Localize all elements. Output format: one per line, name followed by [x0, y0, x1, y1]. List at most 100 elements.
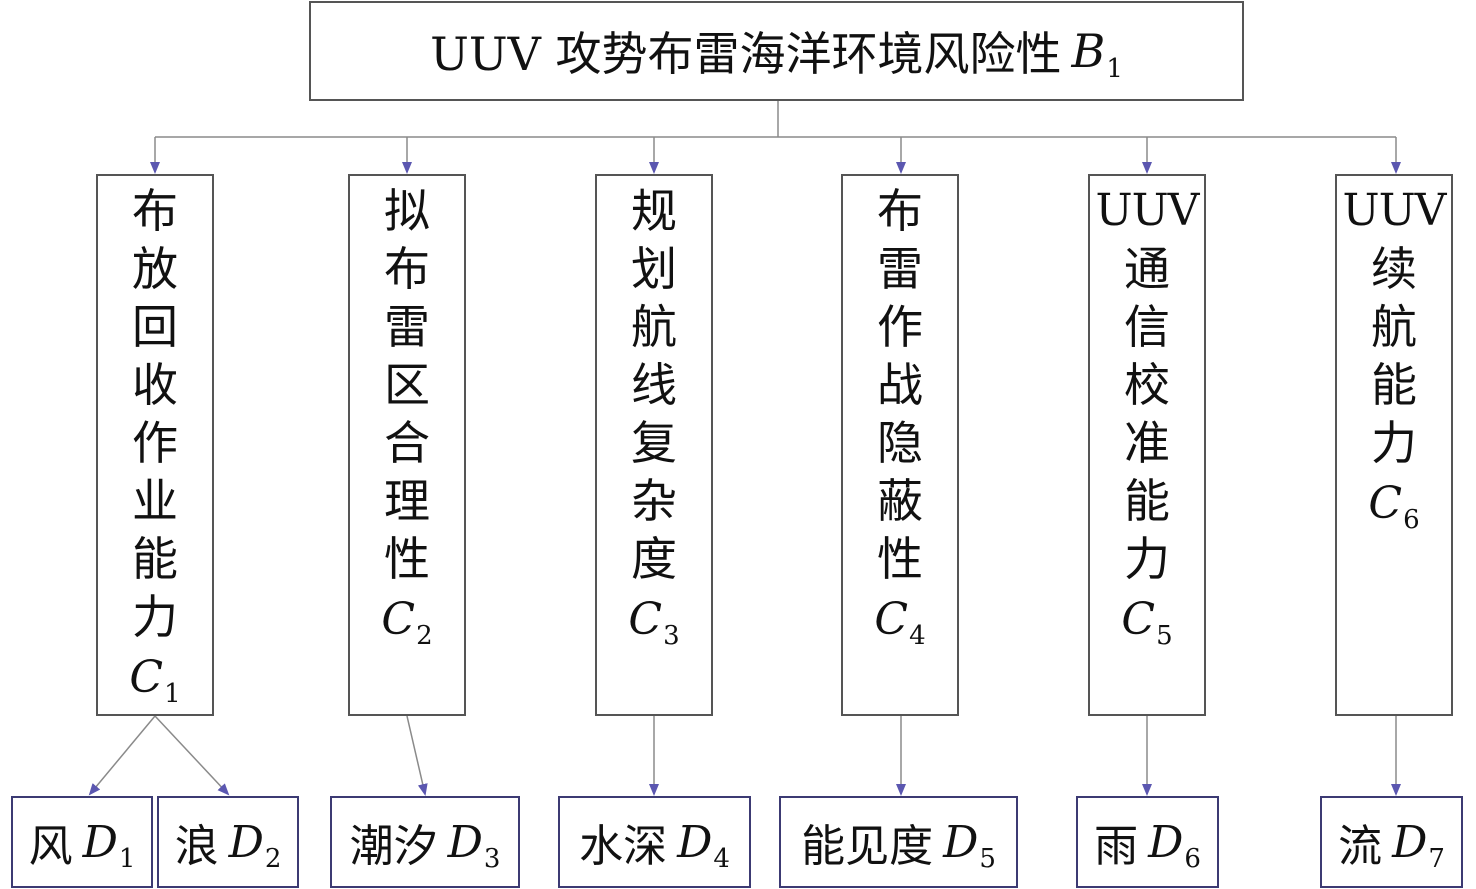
factor-symbol-sub: 1 — [118, 843, 136, 874]
criterion-symbol-letter: C — [874, 594, 909, 645]
factor-symbol-sub: 2 — [264, 843, 282, 874]
criterion-label-line: 放 — [132, 242, 178, 296]
criterion-label-line: 信 — [1124, 300, 1170, 354]
criterion-symbol-letter: C — [381, 594, 416, 645]
factor-symbol-letter: D — [447, 816, 483, 868]
criterion-label-line: 作 — [132, 416, 178, 470]
criterion-label-line: 航 — [631, 300, 677, 354]
criterion-symbol: C3 — [628, 588, 679, 658]
criterion-symbol-letter: C — [1368, 478, 1403, 529]
criterion-label-line: 收 — [132, 358, 178, 412]
factor-symbol-letter: D — [1148, 816, 1184, 868]
criterion-label-line: 布 — [877, 184, 923, 238]
criterion-label-line: 力 — [1124, 532, 1170, 586]
criterion-label-line: 线 — [631, 358, 677, 412]
criterion-symbol-sub: 2 — [416, 621, 433, 651]
factor-symbol-letter: D — [677, 816, 713, 868]
criterion-symbol: C4 — [874, 588, 925, 658]
arrow-d3 — [406, 715, 428, 796]
root-symbol-letter: B — [1071, 24, 1106, 78]
factor-label: 浪 — [174, 821, 219, 872]
criterion-label-line: 力 — [1371, 416, 1417, 470]
factor-symbol: D5 — [943, 816, 996, 874]
criterion-label-line: 规 — [631, 184, 677, 238]
criterion-symbol: C5 — [1121, 588, 1172, 658]
criterion-label-line: 杂 — [631, 474, 677, 528]
criterion-label-line: UUV — [1095, 185, 1200, 236]
criterion-label-line: 战 — [877, 358, 923, 412]
criterion-symbol: C6 — [1368, 472, 1419, 542]
criterion-symbol-sub: 1 — [164, 679, 181, 709]
root-node: UUV 攻势布雷海洋环境风险性 B1 — [309, 1, 1244, 101]
criterion-label-line: 拟 — [384, 184, 430, 238]
factor-symbol-letter: D — [82, 816, 118, 868]
criterion-label-line: 续 — [1371, 242, 1417, 296]
criterion-label-line: 性 — [877, 532, 923, 586]
criterion-label-line: 力 — [132, 590, 178, 644]
factor-label: 雨 — [1094, 821, 1139, 872]
criterion-label-line: 雷 — [384, 300, 430, 354]
criterion-label-line: 理 — [384, 474, 430, 528]
criterion-label-line: 复 — [631, 416, 677, 470]
criterion-label-line: 布 — [384, 242, 430, 296]
criterion-label-line: 划 — [631, 242, 677, 296]
arrow-d2 — [154, 715, 230, 796]
criterion-label-line: 隐 — [877, 416, 923, 470]
factor-symbol-letter: D — [1392, 816, 1428, 868]
factor-symbol-sub: 4 — [713, 843, 730, 874]
criterion-label-line: 准 — [1124, 416, 1170, 470]
factor-symbol: D2 — [228, 816, 282, 874]
factor-symbol: D6 — [1148, 816, 1201, 874]
criterion-symbol-sub: 3 — [663, 621, 680, 651]
criterion-symbol-letter: C — [628, 594, 663, 645]
factor-label: 水深 — [579, 821, 668, 872]
criterion-symbol-letter: C — [1121, 594, 1156, 645]
root-symbol-sub: 1 — [1106, 54, 1123, 84]
criterion-label-line: 性 — [384, 532, 430, 586]
factor-label: 风 — [28, 821, 73, 872]
criterion-symbol-sub: 6 — [1403, 505, 1420, 535]
criterion-label-line: 度 — [631, 532, 677, 586]
root-label: UUV 攻势布雷海洋环境风险性 — [430, 27, 1062, 81]
criterion-symbol-sub: 5 — [1156, 621, 1173, 651]
criterion-label-line: 作 — [877, 300, 923, 354]
criterion-label-line: 航 — [1371, 300, 1417, 354]
criterion-label-line: 区 — [384, 358, 430, 412]
factor-symbol-sub: 3 — [483, 843, 501, 874]
criterion-label-line: 合 — [384, 416, 430, 470]
criterion-label-line: UUV — [1342, 185, 1447, 236]
factor-symbol-letter: D — [943, 816, 979, 868]
criterion-label-line: 雷 — [877, 242, 923, 296]
criterion-symbol: C1 — [129, 646, 180, 716]
criterion-label-line: 布 — [132, 184, 178, 238]
criterion-label-line: 通 — [1124, 242, 1170, 296]
factor-symbol-letter: D — [228, 816, 264, 868]
criterion-label-line: 回 — [132, 300, 178, 354]
criterion-symbol-sub: 4 — [909, 621, 926, 651]
factor-symbol-sub: 5 — [979, 843, 996, 874]
criterion-symbol-letter: C — [129, 652, 164, 703]
arrow-d1 — [88, 715, 156, 796]
factor-symbol-sub: 6 — [1184, 843, 1201, 874]
factor-symbol: D4 — [677, 816, 730, 874]
criterion-label-line: 能 — [1371, 358, 1417, 412]
criterion-symbol: C2 — [381, 588, 432, 658]
criterion-label-line: 业 — [132, 474, 178, 528]
factor-symbol: D7 — [1392, 816, 1445, 874]
factor-symbol: D1 — [82, 816, 136, 874]
criterion-label-line: 能 — [132, 532, 178, 586]
